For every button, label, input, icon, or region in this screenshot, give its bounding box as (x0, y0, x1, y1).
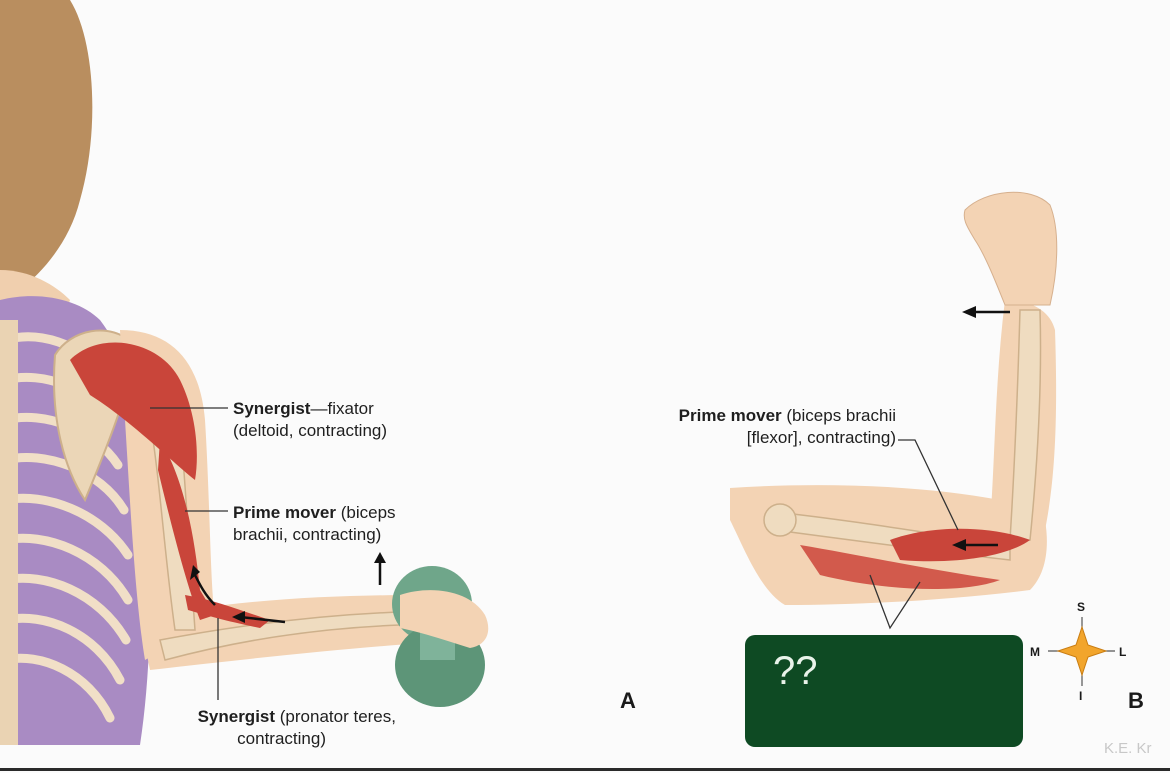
label-synergist-fixator: Synergist—fixator (deltoid, contracting) (233, 398, 387, 442)
label-rest: (biceps brachii (781, 406, 896, 425)
label-line2: [flexor], contracting) (746, 428, 896, 447)
label-rest: (pronator teres, (275, 707, 396, 726)
compass-superior-label: S (1077, 600, 1086, 614)
label-line2: contracting) (237, 729, 326, 748)
hand (400, 590, 489, 648)
compass-medial-label: M (1030, 645, 1040, 659)
label-bold: Synergist (233, 399, 311, 418)
biceps-muscle (158, 440, 215, 620)
label-bold: Prime mover (678, 406, 782, 425)
pronator-muscle (185, 595, 270, 628)
label-prime-mover-b: Prime mover (biceps brachii [flexor], co… (622, 405, 896, 449)
label-prime-mover-a: Prime mover (biceps brachii, contracting… (233, 502, 396, 546)
panel-a-illustration (0, 0, 489, 745)
compass-rose (1048, 617, 1115, 686)
compass-lateral-label: L (1119, 645, 1127, 659)
answer-box-text: ?? (773, 649, 818, 693)
answer-box[interactable]: ?? (745, 635, 1023, 747)
triceps-muscle-b (800, 545, 1000, 590)
compass-inferior-label: I (1079, 689, 1083, 703)
label-rest: —fixator (310, 399, 374, 418)
hand-b (963, 191, 1058, 306)
deltoid-muscle (70, 342, 197, 480)
label-line2: (deltoid, contracting) (233, 421, 388, 440)
arrows-a (190, 552, 386, 624)
spine (0, 320, 18, 745)
humerus-head-b (763, 503, 797, 537)
leader-lines-a (150, 407, 228, 700)
panel-b-illustration (730, 191, 1115, 686)
label-bold: Prime mover (233, 503, 336, 522)
label-bold: Synergist (197, 707, 276, 726)
label-line2: brachii, contracting) (233, 525, 382, 544)
credit-watermark: K.E. Kr (1104, 740, 1152, 757)
panel-letter-a: A (620, 688, 636, 713)
arrows-b (952, 306, 1010, 551)
leader-lines-b (869, 439, 959, 630)
bottom-divider (0, 768, 1170, 771)
label-rest: (biceps (336, 503, 396, 522)
hair (0, 0, 93, 300)
panel-letter-b: B (1128, 688, 1144, 713)
label-synergist-pronator: Synergist (pronator teres, contracting) (148, 706, 396, 750)
